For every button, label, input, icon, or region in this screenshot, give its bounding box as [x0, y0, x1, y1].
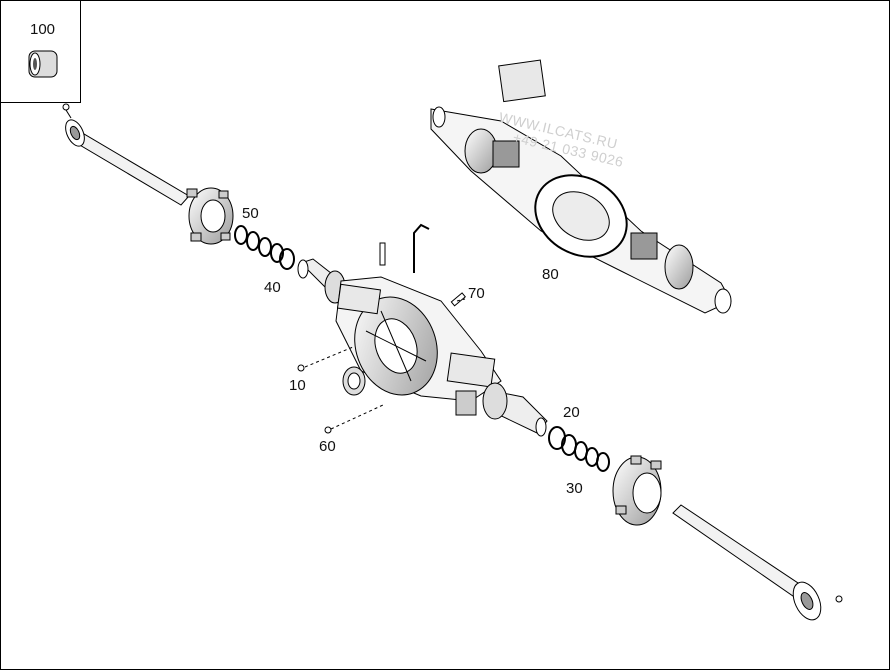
right-axle-shaft[interactable]	[672, 504, 843, 624]
left-hub-housing[interactable]	[186, 187, 234, 245]
part-30-seal-rings[interactable]	[548, 426, 610, 472]
callout-80[interactable]: 80	[542, 266, 559, 283]
part-20-right-spindle[interactable]	[482, 382, 548, 437]
part-10-differential-carrier[interactable]	[335, 276, 502, 416]
callout-10[interactable]: 10	[289, 377, 306, 394]
callout-40[interactable]: 40	[264, 279, 281, 296]
leader-lines	[304, 298, 466, 430]
callout-100[interactable]: 100	[30, 21, 56, 38]
callout-70[interactable]: 70	[468, 285, 485, 302]
callout-60[interactable]: 60	[319, 438, 336, 455]
part-40-left-spindle[interactable]	[297, 258, 346, 304]
callout-50[interactable]: 50	[242, 205, 259, 222]
callout-20[interactable]: 20	[563, 404, 580, 421]
right-hub-housing[interactable]	[612, 455, 662, 526]
part-50-seal-rings[interactable]	[234, 225, 295, 270]
callout-30[interactable]: 30	[566, 480, 583, 497]
pins-and-dowels[interactable]	[379, 223, 466, 307]
left-axle-shaft[interactable]	[62, 103, 190, 206]
part-100-bushing[interactable]	[28, 50, 58, 78]
part-80-axle-housing-assembly[interactable]	[430, 59, 732, 314]
